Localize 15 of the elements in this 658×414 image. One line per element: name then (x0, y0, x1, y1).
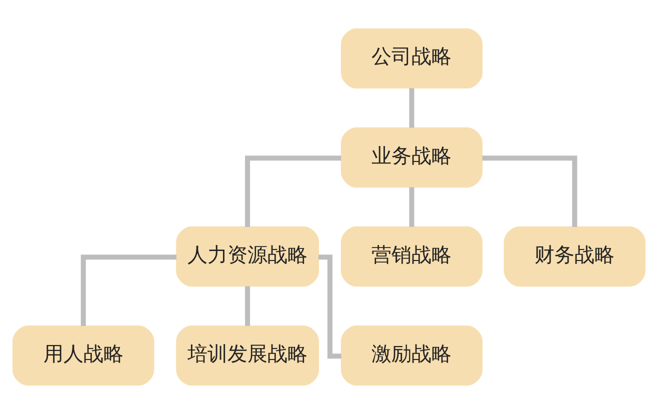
node-box: 培训发展战略 (176, 325, 319, 386)
node-box: 财务战略 (504, 226, 646, 287)
node-box: 人力资源战略 (176, 226, 319, 287)
node-box: 用人战略 (12, 325, 154, 386)
node-box: 公司战略 (340, 28, 483, 89)
node-box: 营销战略 (340, 226, 483, 287)
node-box: 激励战略 (340, 325, 483, 386)
connector (318, 254, 342, 359)
connector (409, 187, 414, 227)
connector (409, 88, 414, 128)
node-box: 业务战略 (340, 127, 483, 188)
connector (245, 156, 342, 227)
connector (245, 286, 250, 326)
connector (482, 156, 578, 227)
connector (80, 254, 176, 326)
